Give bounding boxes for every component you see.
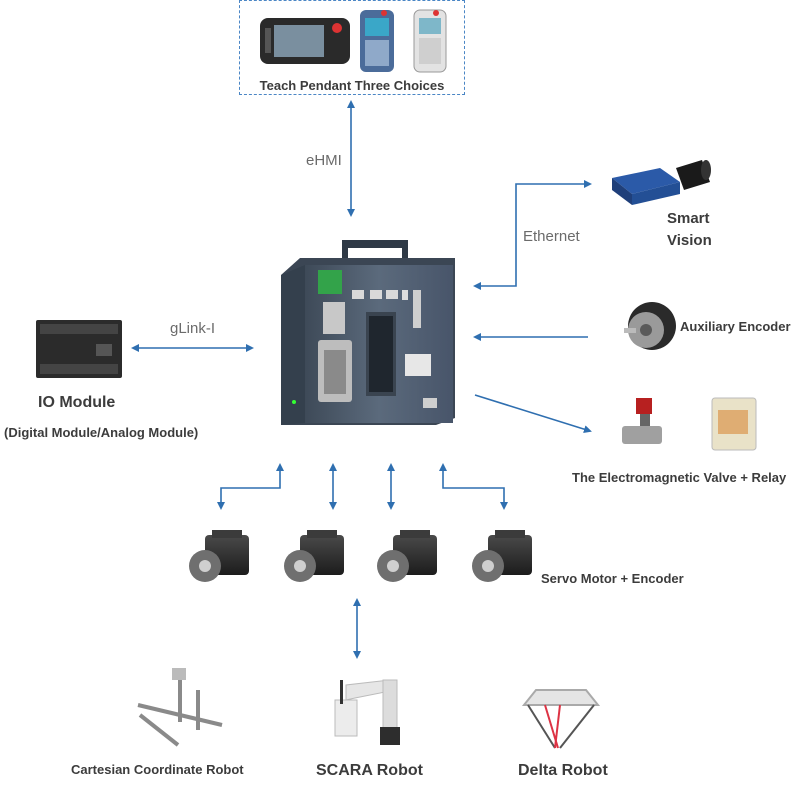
smart-vision-label-1: Smart: [667, 210, 710, 227]
glink-label: gLink-I: [170, 320, 216, 337]
delta-robot-icon: [521, 689, 601, 749]
teach-pendant-tablet-icon: [260, 18, 350, 64]
teach-pendant-handheld-icon: [360, 10, 394, 72]
scara-robot-icon: [334, 679, 400, 745]
teach-pendant-caption: Teach Pendant Three Choices: [259, 78, 445, 93]
smart-vision-label-2: Vision: [667, 232, 712, 249]
io-module-icon: [36, 320, 122, 378]
cartesian-robot-icon: [137, 668, 223, 747]
servo-motor-icon-4: [472, 530, 532, 582]
teach-pendant-white-icon: [413, 9, 447, 73]
io-module-label: IO Module: [38, 394, 116, 411]
controller-cabinet-icon: [281, 240, 455, 425]
smart-vision-camera-icon: [612, 160, 711, 205]
ethernet-label: Ethernet: [523, 228, 580, 245]
valve-relay-label: The Electromagnetic Valve + Relay: [572, 470, 787, 485]
servo-arrow-4: [439, 463, 508, 510]
scara-robot-label: SCARA Robot: [316, 762, 423, 779]
relay-icon: [711, 397, 757, 451]
servo-motor-icon-1: [189, 530, 249, 582]
delta-robot-label: Delta Robot: [518, 762, 608, 779]
servo-motor-icon-2: [284, 530, 344, 582]
ethernet-arrow: [473, 180, 592, 290]
electromagnetic-valve-icon: [622, 398, 662, 444]
teach-pendant-group: [239, 0, 465, 95]
servo-label: Servo Motor + Encoder: [541, 571, 684, 586]
ehmi-label: eHMI: [306, 152, 342, 169]
auxiliary-encoder-label: Auxiliary Encoder: [680, 319, 791, 334]
cartesian-robot-label: Cartesian Coordinate Robot: [71, 762, 244, 777]
io-module-sublabel: (Digital Module/Analog Module): [4, 425, 199, 440]
valve-arrow: [474, 394, 592, 434]
servo-motor-icon-3: [377, 530, 437, 582]
servo-arrow-1: [217, 463, 284, 510]
auxiliary-encoder-icon: [624, 302, 676, 350]
